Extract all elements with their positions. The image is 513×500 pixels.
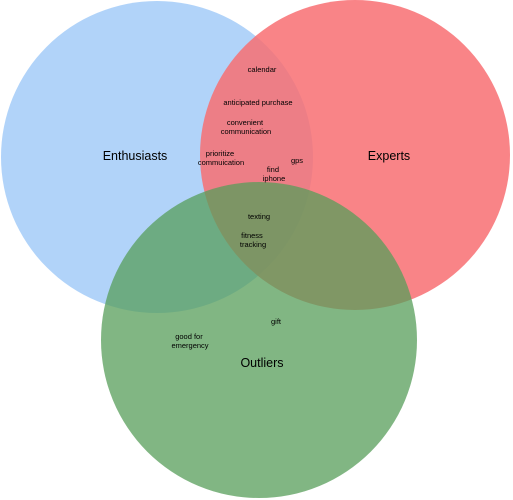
item-prioritize-communication-line-1: prioritize bbox=[206, 149, 234, 158]
item-good-for-emergency-line-1: good for bbox=[175, 332, 203, 341]
outliers-circle bbox=[101, 182, 417, 498]
item-find-iphone-line-1: find bbox=[267, 165, 279, 174]
item-convenient-communication: convenient communication bbox=[221, 118, 271, 136]
item-find-iphone: find iphone bbox=[263, 165, 286, 183]
experts-label: Experts bbox=[368, 149, 410, 163]
item-prioritize-communication-line-2: commuication bbox=[198, 158, 244, 167]
item-convenient-communication-line-1: convenient bbox=[227, 118, 264, 127]
item-gps: gps bbox=[291, 156, 303, 165]
item-find-iphone-line-2: iphone bbox=[263, 174, 286, 183]
item-calendar: calendar bbox=[248, 65, 277, 74]
item-prioritize-communication: prioritize commuication bbox=[198, 149, 244, 167]
set-labels: Enthusiasts Experts Outliers bbox=[103, 149, 411, 370]
item-texting: texting bbox=[248, 212, 270, 221]
item-anticipated-purchase: anticipated purchase bbox=[223, 98, 292, 107]
item-fitness-tracking: fitness tracking bbox=[240, 231, 266, 249]
enthusiasts-label: Enthusiasts bbox=[103, 149, 168, 163]
item-good-for-emergency-line-2: emergency bbox=[171, 341, 208, 350]
item-fitness-tracking-line-1: fitness bbox=[241, 231, 263, 240]
item-good-for-emergency: good for emergency bbox=[171, 332, 208, 350]
item-fitness-tracking-line-2: tracking bbox=[240, 240, 266, 249]
item-convenient-communication-line-2: communication bbox=[221, 127, 271, 136]
outliers-label: Outliers bbox=[240, 356, 283, 370]
item-labels: calendar anticipated purchase convenient… bbox=[171, 65, 303, 350]
item-gift: gift bbox=[271, 317, 282, 326]
